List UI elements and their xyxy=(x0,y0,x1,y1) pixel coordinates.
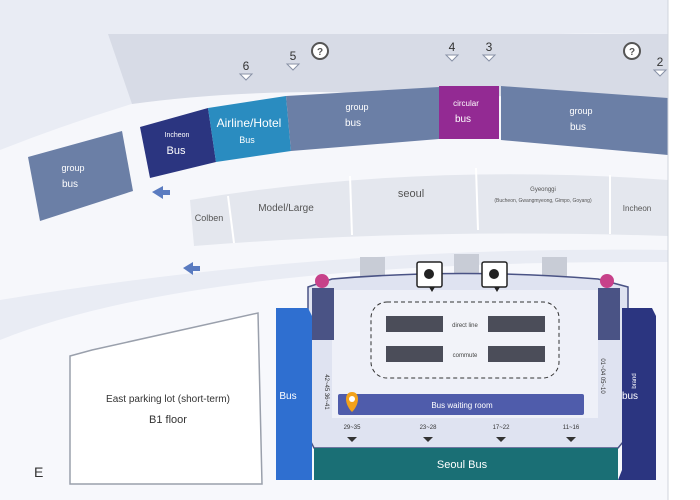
svg-text:?: ? xyxy=(629,47,635,58)
zone-label: Airline/Hotel xyxy=(217,116,282,130)
left-bus-label: Bus xyxy=(279,391,296,402)
restroom-icon[interactable] xyxy=(600,274,614,288)
stop-range: 29~35 xyxy=(344,425,362,431)
stop-range: 17~22 xyxy=(493,425,511,431)
arrow-down-icon xyxy=(285,63,301,71)
zone-label: circular xyxy=(453,99,479,108)
zone-label: group xyxy=(61,163,84,173)
restroom-icon[interactable] xyxy=(315,274,329,288)
destination-row: Colben Model/Large seoul Gyeonggi (Buche… xyxy=(190,167,668,246)
east-parking-lot[interactable]: East parking lot (short-term) B1 floor xyxy=(69,312,263,485)
zone-group-bus-left[interactable]: group bus xyxy=(28,131,133,221)
arrow-left-icon xyxy=(152,186,170,199)
bus-stops: 29~35 23~28 17~22 11~16 xyxy=(344,425,580,442)
stop-range: 11~16 xyxy=(563,425,580,431)
zone-label: Incheon xyxy=(165,132,190,139)
stop-range: 23~28 xyxy=(420,425,438,431)
destination-gyeonggi-cities: (Bucheon, Gwangmyeong, Gimpo, Goyang) xyxy=(494,198,592,204)
commute-label: commute xyxy=(453,353,478,359)
destination-incheon: Incheon xyxy=(623,204,651,213)
arrow-down-icon xyxy=(481,54,497,62)
right-bus-brand: brand xyxy=(632,373,638,388)
zone-left-bus[interactable]: Bus xyxy=(276,308,312,480)
help-icon[interactable]: ? xyxy=(623,42,641,60)
zone-seoul-bus[interactable]: Seoul Bus xyxy=(314,448,618,480)
zone-label: bus xyxy=(62,179,78,190)
zone-incheon-bus[interactable]: Incheon Bus xyxy=(140,108,216,178)
gate-number-5: 5 xyxy=(290,49,297,63)
zone-label: bus xyxy=(455,114,471,125)
stop-range-right: 01~04 05~10 xyxy=(599,358,605,394)
destination-seoul: seoul xyxy=(398,188,424,200)
zone-label: Bus xyxy=(167,145,186,157)
zone-group-bus-right[interactable]: group bus xyxy=(501,86,668,155)
zone-label: group xyxy=(345,102,368,112)
arrow-down-icon xyxy=(444,54,460,62)
destination-colben: Colben xyxy=(195,213,224,223)
zone-circular-bus[interactable]: circular bus xyxy=(439,86,499,139)
zone-label: group xyxy=(569,106,592,116)
bus-waiting-room[interactable]: Bus waiting room xyxy=(338,394,584,415)
right-bus-label: bus xyxy=(622,391,638,402)
gate-number-3: 3 xyxy=(486,40,493,54)
gate-labels: 6 5 4 3 2 xyxy=(238,40,668,81)
help-icon[interactable]: ? xyxy=(311,42,329,60)
location-marker-icon[interactable] xyxy=(346,392,358,412)
gate-number-2: 2 xyxy=(657,55,664,69)
svg-text:?: ? xyxy=(317,47,323,58)
zone-label: Bus xyxy=(239,135,255,145)
zone-group-bus-middle[interactable]: group bus xyxy=(286,87,439,151)
tag-icon[interactable] xyxy=(481,261,508,292)
tag-icon[interactable] xyxy=(416,261,443,292)
gate-number-4: 4 xyxy=(449,40,456,54)
zone-right-bus[interactable]: brand bus xyxy=(618,308,656,480)
destination-gyeonggi: Gyeonggi xyxy=(530,187,556,193)
arrow-left-icon xyxy=(183,262,200,275)
arrow-down-icon xyxy=(238,73,254,81)
roadway-top xyxy=(108,34,668,104)
direct-line-area: direct line commute xyxy=(370,301,560,379)
parking-label: East parking lot (short-term) xyxy=(106,394,230,405)
parking-floor: B1 floor xyxy=(149,414,187,426)
compass-letter: E xyxy=(34,464,43,480)
direct-line-label: direct line xyxy=(452,323,478,329)
arrow-down-icon xyxy=(652,69,668,77)
zone-label: bus xyxy=(570,122,586,133)
gate-number-6: 6 xyxy=(243,59,250,73)
destination-model-large: Model/Large xyxy=(258,203,314,214)
zone-label: bus xyxy=(345,118,361,129)
zone-airline-hotel-bus[interactable]: Airline/Hotel Bus xyxy=(208,96,291,162)
waiting-room-label: Bus waiting room xyxy=(431,401,493,410)
seoul-bus-label: Seoul Bus xyxy=(437,459,488,471)
stop-range-left: 42~45 36~41 xyxy=(323,374,329,410)
